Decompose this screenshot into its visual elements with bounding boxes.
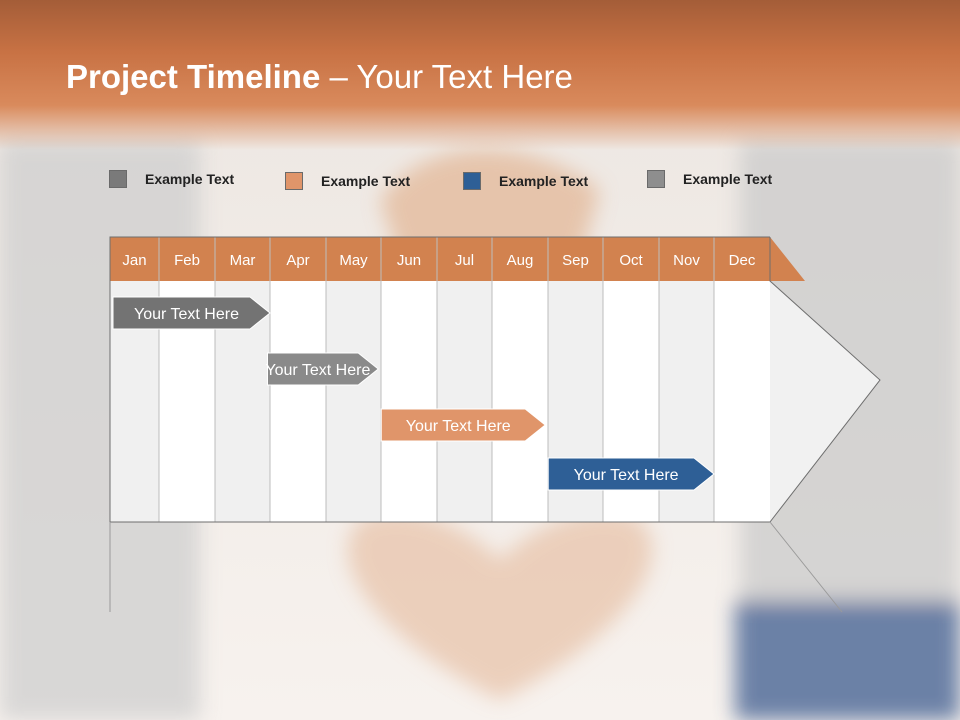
legend-swatch — [285, 172, 303, 190]
month-column — [270, 281, 326, 522]
legend-label: Example Text — [321, 173, 411, 189]
month-label: Jan — [122, 252, 146, 269]
month-label: May — [339, 252, 368, 269]
legend-label: Example Text — [145, 171, 235, 187]
title-rest: – Your Text Here — [320, 58, 573, 95]
task-bar — [547, 457, 715, 491]
task-bar — [380, 408, 547, 442]
task-label: Your Text Here — [265, 362, 370, 379]
task-label: Your Text Here — [574, 467, 679, 484]
month-label: Sep — [562, 252, 589, 269]
legend-item-1: Example Text — [109, 170, 234, 188]
month-label: Feb — [174, 252, 200, 269]
legend-label: Example Text — [683, 171, 773, 187]
perspective-line-right — [769, 521, 843, 613]
legend-item-2: Example Text — [285, 172, 410, 190]
legend-swatch — [463, 172, 481, 190]
legend-item-4: Example Text — [647, 170, 772, 188]
month-label: Jul — [455, 252, 474, 269]
legend-swatch — [109, 170, 127, 188]
month-label: Aug — [507, 252, 534, 269]
timeline-arrowhead — [770, 281, 880, 522]
month-column — [437, 281, 492, 522]
month-column — [492, 281, 548, 522]
header-arrow-tip — [770, 237, 805, 281]
month-column — [381, 281, 437, 522]
month-header-row — [110, 237, 770, 281]
month-column — [326, 281, 381, 522]
month-column — [714, 281, 770, 522]
task-bar — [267, 352, 380, 386]
legend-item-3: Example Text — [463, 172, 588, 190]
month-label: Apr — [286, 252, 309, 269]
timeline-outline-tip — [769, 237, 881, 523]
page-title: Project Timeline – Your Text Here — [66, 58, 573, 96]
month-label: Mar — [230, 252, 256, 269]
month-label: Oct — [619, 252, 643, 269]
legend-label: Example Text — [499, 173, 589, 189]
month-label: Nov — [673, 252, 700, 269]
task-label: Your Text Here — [134, 306, 239, 323]
timeline-outline — [109, 236, 770, 523]
task-label: Your Text Here — [406, 418, 511, 435]
header-band — [0, 0, 960, 150]
title-bold: Project Timeline — [66, 58, 321, 95]
legend-swatch — [647, 170, 665, 188]
month-label: Jun — [397, 252, 421, 269]
task-bar — [112, 296, 271, 330]
month-label: Dec — [729, 252, 756, 269]
